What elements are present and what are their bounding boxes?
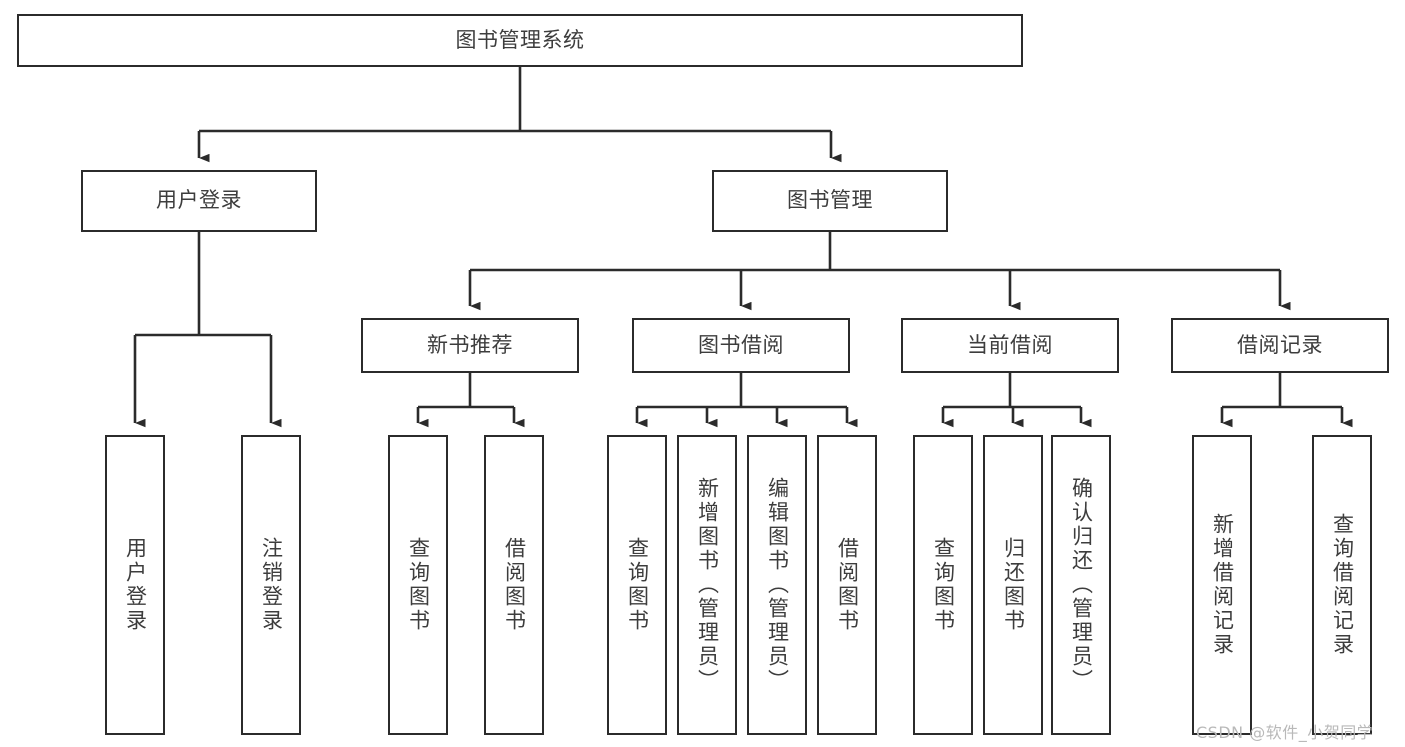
node-leaf-query-book-current[interactable]: 查询图书 [913,435,973,735]
node-leaf-edit-book-admin[interactable]: 编辑图书（管理员） [747,435,807,735]
csdn-watermark: CSDN @软件_小贺同学 [1196,723,1374,742]
node-leaf-confirm-return-admin-label: 确认归还（管理员） [1069,477,1094,693]
node-leaf-query-borrow-record-label: 查询借阅记录 [1330,513,1355,657]
node-leaf-query-book-recommend-label: 查询图书 [406,537,431,633]
node-leaf-add-borrow-record[interactable]: 新增借阅记录 [1192,435,1252,735]
node-leaf-confirm-return-admin[interactable]: 确认归还（管理员） [1051,435,1111,735]
node-leaf-query-book[interactable]: 查询图书 [607,435,667,735]
node-leaf-query-book-current-label: 查询图书 [931,537,956,633]
node-leaf-borrow-book-label: 借阅图书 [835,537,860,633]
node-user-login[interactable]: 用户登录 [81,170,317,232]
node-leaf-query-book-label: 查询图书 [625,537,650,633]
node-leaf-borrow-book-recommend-label: 借阅图书 [502,537,527,633]
node-borrow-record[interactable]: 借阅记录 [1171,318,1389,373]
node-leaf-add-book-admin[interactable]: 新增图书（管理员） [677,435,737,735]
node-root-label: 图书管理系统 [455,27,585,52]
node-root[interactable]: 图书管理系统 [17,14,1023,67]
node-new-book-recommend[interactable]: 新书推荐 [361,318,579,373]
node-leaf-query-borrow-record[interactable]: 查询借阅记录 [1312,435,1372,735]
node-leaf-user-login-label: 用户登录 [123,537,148,633]
node-leaf-query-book-recommend[interactable]: 查询图书 [388,435,448,735]
node-book-borrow[interactable]: 图书借阅 [632,318,850,373]
node-new-book-recommend-label: 新书推荐 [427,332,513,357]
node-leaf-return-book-label: 归还图书 [1001,537,1026,633]
node-leaf-logout-label: 注销登录 [259,537,284,633]
node-current-borrow-label: 当前借阅 [967,332,1053,357]
node-leaf-add-borrow-record-label: 新增借阅记录 [1210,513,1235,657]
node-current-borrow[interactable]: 当前借阅 [901,318,1119,373]
node-leaf-user-login[interactable]: 用户登录 [105,435,165,735]
node-book-borrow-label: 图书借阅 [698,332,784,357]
node-leaf-return-book[interactable]: 归还图书 [983,435,1043,735]
node-book-management-label: 图书管理 [787,188,873,213]
node-borrow-record-label: 借阅记录 [1237,332,1323,357]
node-leaf-add-book-admin-label: 新增图书（管理员） [695,477,720,693]
node-leaf-edit-book-admin-label: 编辑图书（管理员） [765,477,790,693]
node-leaf-borrow-book[interactable]: 借阅图书 [817,435,877,735]
node-leaf-logout[interactable]: 注销登录 [241,435,301,735]
node-book-management[interactable]: 图书管理 [712,170,948,232]
node-user-login-label: 用户登录 [156,188,242,213]
node-leaf-borrow-book-recommend[interactable]: 借阅图书 [484,435,544,735]
